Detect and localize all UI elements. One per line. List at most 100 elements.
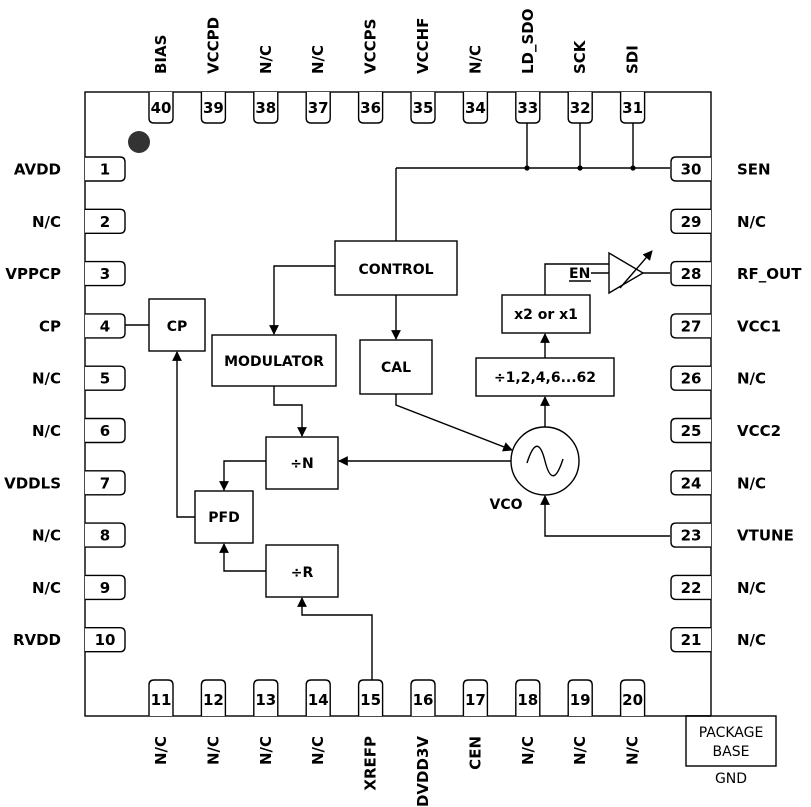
pin-number: 26: [681, 370, 702, 388]
pin-pad: [670, 208, 711, 234]
output-divider-block: [475, 357, 615, 397]
pin-label: CP: [39, 317, 61, 335]
pin-label: N/C: [32, 579, 61, 597]
pin-label: AVDD: [14, 161, 61, 179]
pin-label: N/C: [204, 736, 222, 765]
pin-number: 10: [95, 631, 116, 649]
pin-number: 17: [465, 691, 486, 709]
pins-top: 40BIAS39VCCPD38N/C37N/C36VCCPS35VCCHF34N…: [148, 8, 646, 124]
pin-right-22: 22 N/C: [670, 574, 766, 601]
package-base-box: [685, 715, 777, 767]
pin-label: N/C: [152, 736, 170, 765]
pin-label: LD_SDO: [519, 8, 537, 74]
pin-number: 2: [100, 213, 110, 231]
output-amplifier-icon: [608, 251, 645, 295]
pin-left-5: 5N/C: [32, 365, 126, 391]
pin-top-38: 38N/C: [253, 45, 279, 124]
pin1-marker-icon: [128, 131, 150, 153]
pin-number: 18: [517, 691, 538, 709]
pin-pad: [670, 522, 711, 548]
pin-label: N/C: [624, 736, 642, 765]
r-divider-label: ÷R: [291, 565, 314, 581]
pin-right-26: 26 N/C: [670, 365, 766, 391]
pin-label: VDDLS: [4, 474, 61, 492]
pin-number: 35: [413, 99, 434, 117]
pin-number: 40: [151, 99, 172, 117]
modulator-to-n-wire: [273, 386, 307, 437]
output-divider-label: ÷1,2,4,6...62: [494, 370, 596, 386]
sine-wave-icon: [526, 445, 564, 477]
cal-to-vco-wire: [395, 394, 513, 452]
pin-pad: [305, 679, 331, 716]
pin-top-34: 34N/C: [462, 45, 489, 124]
pin-label: N/C: [309, 736, 327, 765]
pin-left-8: 8N/C: [32, 522, 126, 548]
pin-pad: [410, 679, 436, 716]
pin-label: XREFP: [362, 736, 380, 791]
pin-pad: [670, 417, 711, 444]
pfd-label: PFD: [208, 510, 239, 526]
pin-pad: [357, 679, 384, 716]
charge-pump-block: [148, 298, 206, 352]
package-label-line1: PACKAGE: [699, 725, 764, 741]
pins-bottom: 11N/C12N/C13N/C14N/C15XREFP16DVDD3V17CEN…: [148, 679, 646, 807]
pin-pad: [410, 92, 436, 124]
enable-label: EN: [569, 266, 590, 282]
pin-pad: [200, 92, 227, 124]
pin-left-9: 9 N/C: [32, 574, 126, 601]
pfd-block: [194, 490, 254, 544]
pin-number: 19: [570, 691, 591, 709]
pin-label: VCC1: [737, 317, 781, 335]
r-divider-block: [265, 544, 339, 598]
pin-number: 22: [681, 579, 702, 597]
pin-number: 9: [100, 579, 110, 597]
pin-number: 14: [308, 691, 329, 709]
pin-pad: [670, 313, 711, 339]
pin-pad: [253, 92, 279, 124]
pin-label: N/C: [737, 213, 766, 231]
pin-number: 20: [622, 691, 643, 709]
pin-label: N/C: [519, 736, 537, 765]
control-to-modulator-wire: [269, 265, 335, 335]
pin-pad: [670, 470, 711, 496]
pin-bottom-14: 14N/C: [305, 679, 331, 765]
n-to-pfd-wire: [219, 460, 266, 491]
pin-label: DVDD3V: [414, 736, 432, 807]
pin-number: 15: [360, 691, 381, 709]
pin-top-33: 33 LD_SDO: [515, 8, 541, 124]
pin-pad: [619, 679, 646, 716]
pin-pad: [670, 365, 711, 391]
vtune-to-vco-wire: [540, 495, 670, 537]
pin-pad: [670, 156, 711, 182]
pin-left-2: 2 N/C: [32, 208, 126, 234]
package-label-line2: BASE: [713, 744, 750, 760]
pin-number: 33: [517, 99, 538, 117]
pin-label: N/C: [32, 213, 61, 231]
charge-pump-label: CP: [167, 319, 188, 335]
pin-number: 23: [681, 527, 702, 545]
pin-pad: [670, 574, 711, 601]
pin-pad: [85, 522, 126, 548]
pin-label: N/C: [737, 579, 766, 597]
pin-label: N/C: [257, 736, 275, 765]
pin-pad: [85, 260, 126, 287]
pin-label: VCCPD: [204, 17, 222, 74]
cal-block: [359, 339, 433, 395]
pin-pad: [670, 627, 711, 653]
pin-label: N/C: [737, 370, 766, 388]
